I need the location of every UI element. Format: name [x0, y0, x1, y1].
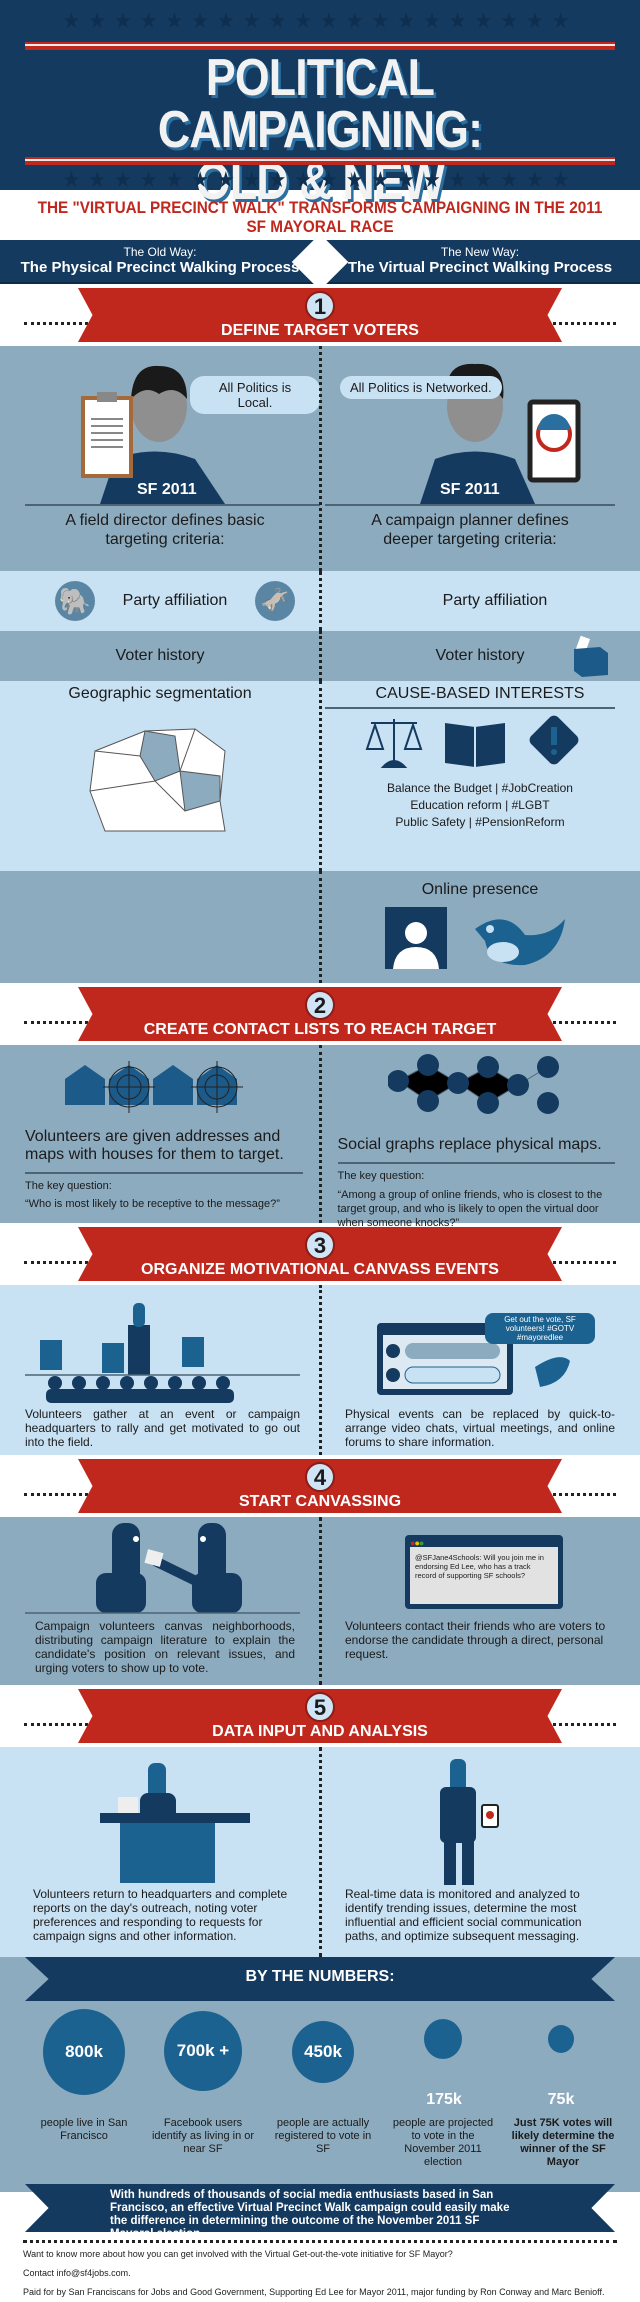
new-way-text: Real-time data is monitored and analyzed… [345, 1887, 582, 1943]
rally-illustration [25, 1303, 300, 1403]
old-way-text: Volunteers are given addresses and maps … [25, 1128, 284, 1163]
criteria-heading: A field director defines basic targeting… [65, 512, 265, 548]
stat-label: people are actually registered to vote i… [274, 2117, 372, 2155]
elephant-icon: 🐘 [55, 581, 95, 621]
header: ★★★★★★★★★★★★★★★★★★★★ POLITICAL CAMPAIGNI… [0, 0, 640, 208]
stripe-divider [25, 42, 615, 50]
analyst-illustration [440, 1759, 499, 1885]
stars-decoration: ★★★★★★★★★★★★★★★★★★★★ [62, 167, 578, 192]
new-way-text: Physical events can be replaced by quick… [345, 1407, 615, 1449]
stat-value: 75k [547, 2091, 575, 2108]
footer: Want to know more about how you can get … [23, 2249, 605, 2297]
party-label: Party affiliation [442, 592, 548, 609]
criteria-heading: A campaign planner defines deeper target… [371, 512, 569, 548]
stat-circle: 700k + [164, 2011, 242, 2091]
ballot-box-icon [574, 635, 608, 677]
step2-content: Volunteers are given addresses and maps … [0, 1045, 640, 1229]
new-way-text: Social graphs replace physical maps. [337, 1136, 602, 1153]
row-geo-cause: Geographic segmentation CAUSE-BASED INTE… [0, 681, 640, 871]
stat-circle: 800k [43, 2009, 125, 2095]
stat-label: people are projected to vote in the Nove… [392, 2117, 494, 2168]
key-question-label: The key question: [337, 1170, 425, 1182]
speech-bubble: All Politics is Networked. [340, 376, 502, 399]
stat-circle [548, 2025, 574, 2053]
endorsement-message: @SFJane4Schools: Will you join me in end… [410, 1547, 558, 1604]
step1-people: All Politics is Local. SF 2011 A field d… [0, 346, 640, 571]
alert-icon [529, 715, 579, 765]
book-icon [445, 723, 505, 767]
stars-decoration: ★★★★★★★★★★★★★★★★★★★★ [62, 8, 578, 33]
profile-avatar-icon [385, 907, 447, 969]
row-online: Online presence [0, 871, 640, 983]
scales-icon [365, 719, 423, 768]
closing-statement: With hundreds of thousands of social med… [25, 2184, 615, 2232]
page-title: POLITICAL CAMPAIGNING:OLD & NEW [157, 49, 483, 211]
stat-label: Just 75K votes will likely determine the… [511, 2117, 615, 2168]
step5-content: Volunteers return to headquarters and co… [0, 1747, 640, 1957]
field-director-illustration [81, 365, 225, 504]
history-label: Voter history [435, 647, 525, 664]
new-way: The New Way:The Virtual Precinct Walking… [347, 245, 613, 276]
stat-value: 175k [426, 2091, 462, 2108]
message-window: ●●● @SFJane4Schools: Will you join me in… [405, 1535, 563, 1609]
window-controls-icon: ●●● [410, 1538, 424, 1548]
shirt-label: SF 2011 [137, 481, 197, 498]
sf-map-icon [89, 728, 226, 832]
old-way-text: Campaign volunteers canvas neighborhoods… [35, 1619, 295, 1675]
field-director: All Politics is Local. SF 2011 A field d… [0, 346, 320, 571]
stat-circle: 450k [292, 2021, 354, 2083]
stat-circle [424, 2019, 462, 2059]
chat-window-icon [377, 1323, 570, 1395]
key-question: “Among a group of online friends, who is… [337, 1189, 603, 1229]
old-way: The Old Way:The Physical Precinct Walkin… [20, 245, 300, 276]
speech-bubble: All Politics is Local. [190, 376, 320, 414]
numbers-title: BY THE NUMBERS: [25, 1957, 615, 2001]
office-desk-illustration [100, 1763, 250, 1883]
step4-content: Campaign volunteers canvas neighborhoods… [0, 1517, 640, 1685]
history-label: Voter history [115, 647, 205, 664]
row-party: 🐘 Party affiliation 🫏 Party affiliation [0, 571, 640, 631]
social-graph-icon [386, 1054, 559, 1114]
stripe-divider [25, 157, 615, 165]
step3-content: Volunteers gather at an event or campaig… [0, 1285, 640, 1455]
online-label: Online presence [421, 881, 539, 898]
key-question: “Who is most likely to be receptive to t… [25, 1198, 280, 1210]
cause-label: CAUSE-BASED INTERESTS [375, 685, 585, 702]
canvassers-illustration [25, 1523, 300, 1614]
donkey-icon: 🫏 [255, 581, 295, 621]
by-the-numbers: BY THE NUMBERS: 800k people live in San … [0, 1957, 640, 2192]
stat-label: Facebook users identify as living in or … [151, 2117, 255, 2155]
ways-bar: The Old Way:The Physical Precinct Walkin… [0, 233, 640, 291]
subtitle: THE "VIRTUAL PRECINCT WALK" TRANSFORMS C… [37, 198, 603, 236]
tweet-bubble: Get out the vote, SF volunteers! #GOTV #… [485, 1313, 595, 1344]
shirt-label: SF 2011 [440, 481, 500, 498]
row-history: Voter history Voter history [0, 631, 640, 681]
divider [23, 2240, 617, 2243]
party-label: Party affiliation [122, 592, 228, 609]
geo-label: Geographic segmentation [68, 685, 252, 702]
campaign-planner: All Politics is Networked. SF 2011 A cam… [320, 346, 640, 571]
old-way-text: Volunteers gather at an event or campaig… [25, 1407, 300, 1449]
houses-targets-icon [65, 1061, 243, 1113]
old-way-text: Volunteers return to headquarters and co… [33, 1887, 288, 1943]
new-way-text: Volunteers contact their friends who are… [345, 1619, 606, 1661]
twitter-bird-icon [475, 919, 565, 966]
stat-label: people live in San Francisco [40, 2117, 128, 2142]
key-question-label: The key question: [25, 1180, 112, 1192]
